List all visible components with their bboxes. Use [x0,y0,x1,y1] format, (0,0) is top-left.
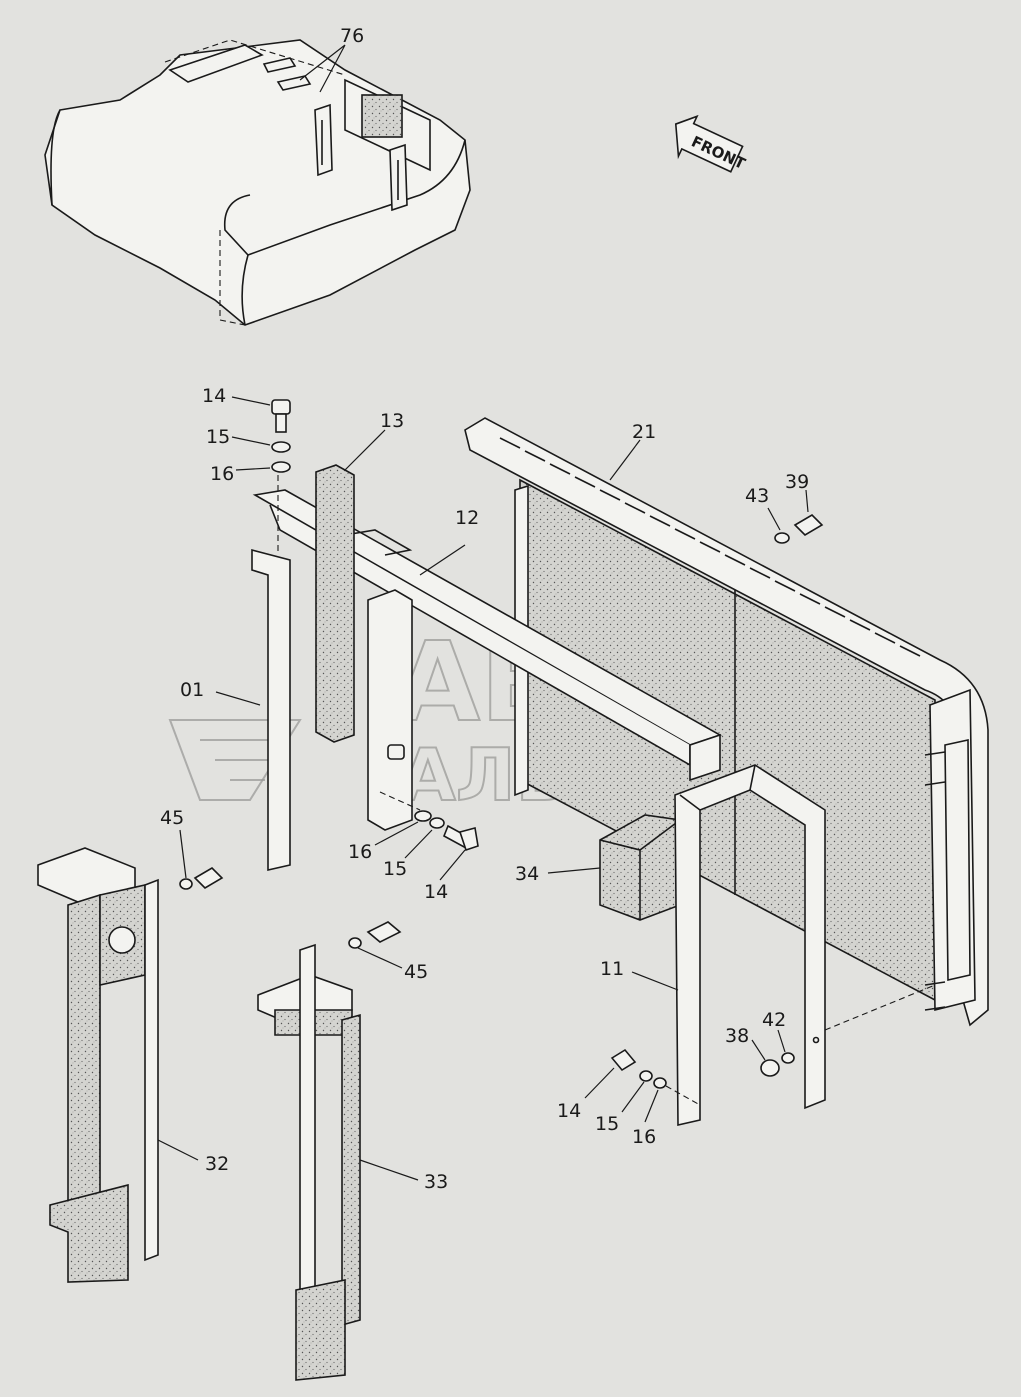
callout-45-middle: 45 [404,961,428,983]
callout-01: 01 [180,679,204,701]
front-arrow-icon [674,114,744,173]
callout-33: 33 [424,1171,448,1193]
left-members: 13 01 12 [180,410,479,872]
callout-42: 42 [762,1009,786,1031]
u-bracket-11: 11 [600,764,936,1127]
callout-14-top: 14 [202,385,226,407]
bolt-45-middle: 45 [348,921,428,983]
fastener-right-top: 43 39 21 [609,421,824,544]
callout-16-top: 16 [210,463,234,485]
bolt-set-bottom: 14 15 16 [557,1048,701,1148]
callout-34: 34 [515,863,539,885]
callout-13: 13 [380,410,404,432]
callout-12: 12 [455,507,479,529]
bolt-45-left: 45 [160,807,224,890]
callout-16-mid: 16 [348,841,372,863]
side-seal-32: 32 [37,847,229,1283]
top-bracket [252,475,722,782]
callout-16-bottom: 16 [632,1126,656,1148]
bolt-icon-39 [793,513,824,537]
bolt-icon-middle [458,827,479,852]
callout-76: 76 [340,25,364,47]
label-plate-a [262,57,297,73]
front-direction-arrow: FRONT [674,114,749,173]
cover-assembly: 76 [44,25,471,326]
callout-39: 39 [785,471,809,493]
callout-15-mid: 15 [383,858,407,880]
callout-11: 11 [600,958,624,980]
bolt-set-middle: 16 15 14 [348,810,479,903]
callout-14-bottom: 14 [557,1100,581,1122]
callout-32: 32 [205,1153,229,1175]
seal-13 [315,464,355,743]
radiator-assembly [464,417,989,1027]
bolt-icon-bottom [610,1048,637,1072]
lock-washer-icon [271,441,291,453]
bolt-icon-45-middle [366,921,402,943]
callout-15-bottom: 15 [595,1113,619,1135]
callout-43: 43 [745,485,769,507]
nut-washer-right: 38 42 [725,1009,795,1077]
nut-icon-38 [760,1059,780,1077]
callout-45-left: 45 [160,807,184,829]
bolt-icon-45-left [193,866,224,890]
label-plate-b [276,75,312,91]
callout-21: 21 [632,421,656,443]
side-seal-33: 33 [257,943,448,1381]
louver-slots [499,437,921,657]
callout-14-mid: 14 [424,881,448,903]
callout-38: 38 [725,1025,749,1047]
bracket-01 [251,548,291,872]
callout-15-top: 15 [206,426,230,448]
flat-washer-icon [271,461,291,473]
bolt-head-icon [271,399,291,415]
bolt-set-top: 14 15 16 [202,385,291,485]
foam-block-34: 34 [515,814,681,921]
